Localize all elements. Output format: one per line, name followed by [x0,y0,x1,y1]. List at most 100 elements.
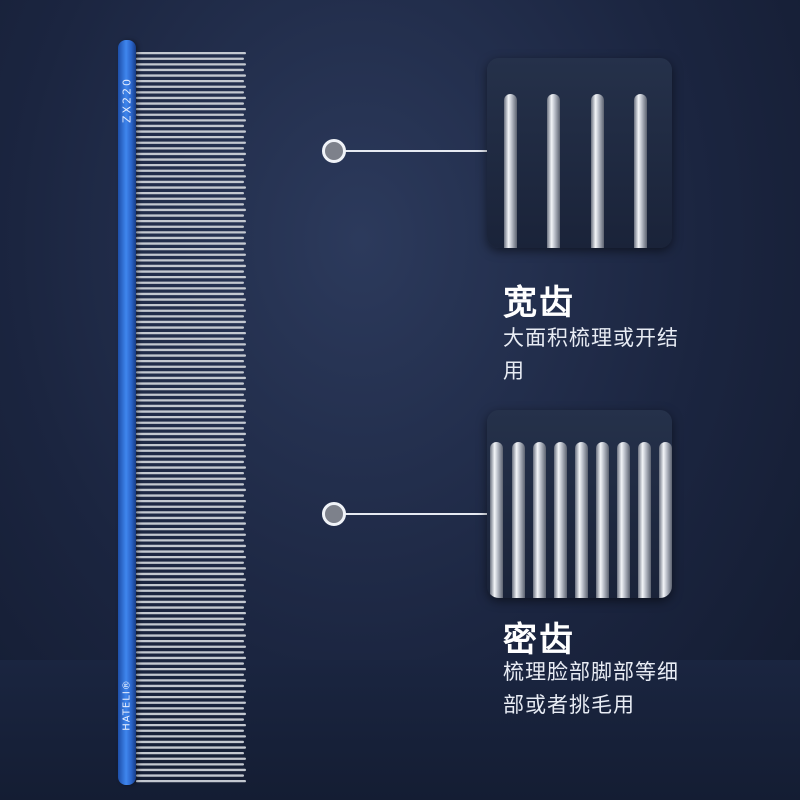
comb-tooth [136,382,244,385]
comb-tooth [136,270,244,273]
comb-tooth [136,91,244,94]
closeup-pin [659,442,672,598]
comb-tooth [136,712,246,716]
comb-tooth [136,421,246,424]
comb-tooth [136,259,244,262]
comb-tooth [136,225,244,228]
comb-tooth [136,393,244,396]
comb-tooth [136,455,246,458]
comb-tooth [136,432,246,436]
comb-tooth [136,584,244,587]
teeth-group [136,52,246,783]
comb-tooth [136,768,246,772]
comb-tooth [136,320,246,324]
comb-tooth [136,494,244,497]
comb-tooth [136,595,244,598]
comb-tooth [136,511,246,514]
comb-tooth [136,292,244,296]
comb-tooth [136,673,244,676]
comb-tooth [136,376,246,380]
comb-tooth [136,488,246,492]
comb-tooth [136,371,244,374]
comb-tooth [136,746,246,749]
comb-tooth [136,578,246,581]
comb-tooth [136,242,246,245]
comb-tooth [136,315,244,318]
comb-tooth [136,606,244,609]
comb-tooth [136,348,244,352]
comb-tooth [136,186,246,189]
closeup-pin [554,442,567,598]
callout-line-wide [345,150,487,152]
comb-tooth [136,343,246,346]
comb-tooth [136,388,246,391]
comb-tooth [136,718,244,721]
dense-teeth-closeup [490,442,672,598]
comb-handle [118,40,136,785]
comb-tooth [136,208,246,212]
comb-tooth [136,774,244,777]
comb-tooth [136,298,246,301]
comb-tooth [136,326,244,329]
comb-tooth [136,522,246,525]
comb-tooth [136,164,246,167]
dense-teeth-panel [487,410,672,598]
comb-tooth [136,696,244,699]
closeup-pin [504,94,517,248]
comb-tooth [136,152,246,156]
comb-tooth [136,399,246,402]
comb-tooth [136,248,244,251]
closeup-pin [533,442,546,598]
comb-tooth [136,572,244,576]
comb-tooth [136,634,246,637]
comb-tooth [136,253,246,256]
comb-tooth [136,438,244,441]
comb-tooth [136,466,246,469]
comb-tooth [136,360,244,363]
comb-tooth [136,707,244,710]
comb-tooth [136,600,246,604]
comb-tooth [136,757,246,760]
comb-tooth [136,427,244,430]
comb-tooth [136,180,244,184]
brand-label: HATELI® [121,679,133,731]
comb-tooth [136,623,246,626]
comb-tooth [136,729,244,732]
wide-teeth-panel [487,58,672,248]
comb-tooth [136,264,246,268]
feature-desc-wide: 大面积梳理或开结用 [503,326,679,383]
comb-tooth [136,119,246,122]
comb-tooth [136,236,244,240]
closeup-pin [617,442,630,598]
feature-title-dense: 密齿 [503,620,575,660]
comb-tooth [136,410,246,413]
comb-tooth [136,197,246,200]
comb-tooth [136,287,246,290]
wide-teeth-closeup [504,94,647,248]
feature-desc-dense: 梳理脸部脚部等细部或者挑毛用 [503,660,679,717]
closeup-pin [575,442,588,598]
comb-tooth [136,735,246,738]
comb-tooth [136,656,246,660]
comb-tooth [136,147,244,150]
comb-tooth [136,780,246,783]
comb-tooth [136,337,244,340]
comb-tooth [136,68,244,72]
callout-line-dense [345,513,487,515]
comb-tooth [136,80,244,83]
comb-tooth [136,651,244,654]
comb-tooth [136,416,244,419]
comb-tooth [136,192,244,195]
comb-tooth [136,203,244,206]
feature-title-wide: 宽齿 [503,283,575,323]
comb-tooth [136,141,246,144]
comb-tooth [136,662,244,665]
comb-tooth [136,589,246,592]
comb-tooth [136,701,246,704]
comb-tooth [136,516,244,520]
comb-tooth [136,231,246,234]
comb-tooth [136,85,246,88]
closeup-pin [512,442,525,598]
comb-tooth [136,505,244,508]
